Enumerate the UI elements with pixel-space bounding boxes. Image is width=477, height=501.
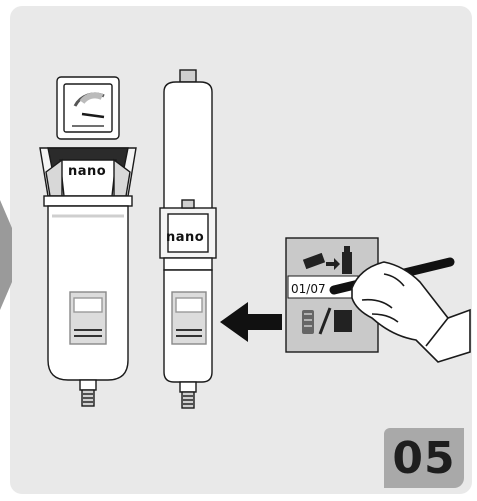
brand-logo-right: nano xyxy=(166,230,205,245)
step-badge: 05 xyxy=(384,428,464,488)
maintenance-date-text: 01/07 xyxy=(291,282,326,296)
filter-tall xyxy=(159,69,217,409)
previous-step-arrow-icon xyxy=(0,200,12,310)
hand-with-pen-icon xyxy=(329,257,471,363)
tools-icon xyxy=(302,307,352,335)
filter-with-gauge xyxy=(39,76,137,407)
step-number: 05 xyxy=(392,432,456,484)
insert-label-arrow-icon xyxy=(220,302,282,342)
filter-element-icon xyxy=(302,246,352,274)
brand-logo-left: nano xyxy=(68,164,107,179)
